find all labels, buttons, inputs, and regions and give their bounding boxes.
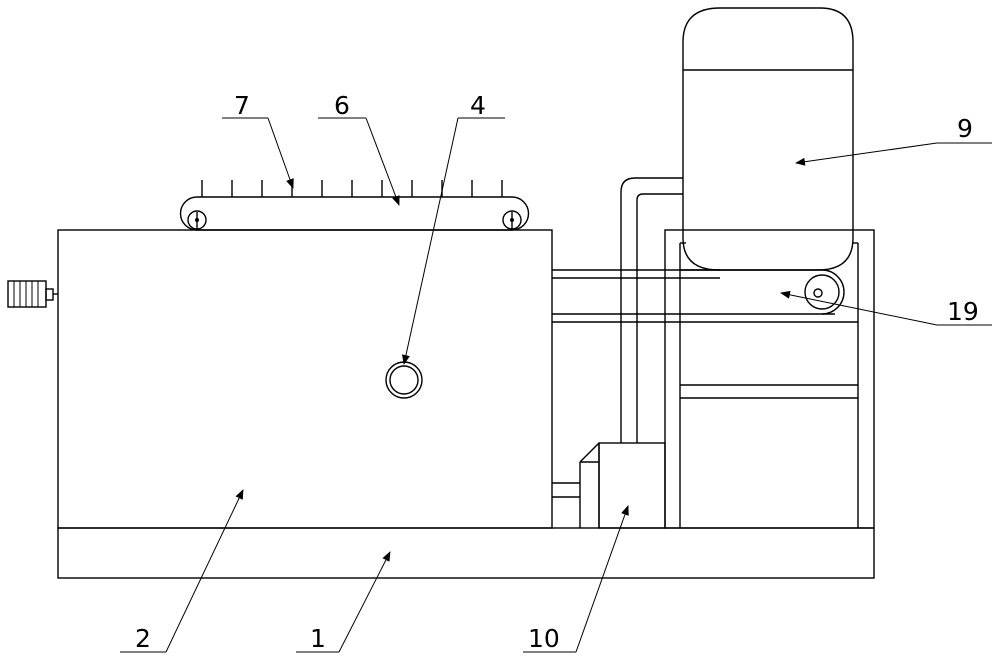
belt-spikes [201,180,503,197]
connecting-bars [552,269,858,323]
leader-lines [120,117,992,653]
label-window: 4 [470,91,486,120]
feed-pipe [620,177,683,443]
observation-window [385,361,423,399]
label-pulley: 19 [947,297,979,326]
hopper [552,442,666,529]
label-spikes: 7 [234,91,250,120]
conveyor-belt [179,196,530,231]
label-vessel: 9 [957,114,973,143]
label-base: 1 [310,624,326,653]
motor-icon [7,280,58,308]
drive-belt [680,269,845,315]
label-belt: 6 [334,91,350,120]
base-plate [57,527,875,579]
label-tank: 2 [135,624,151,653]
tank-body [57,229,553,529]
support-frame [664,229,875,529]
label-hopper: 10 [528,624,560,653]
